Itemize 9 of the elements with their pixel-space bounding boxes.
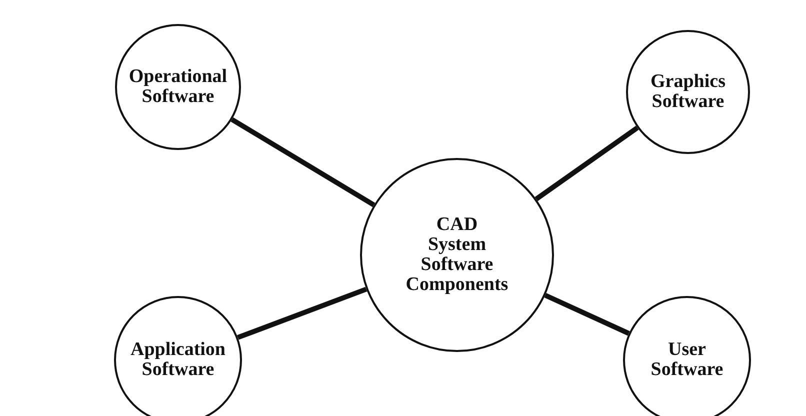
circle-label: Graphics Software — [650, 72, 726, 112]
connector-line — [544, 293, 630, 336]
circle-label: Operational Software — [128, 67, 228, 107]
circle-label: Application Software — [130, 340, 226, 380]
connector-line — [230, 117, 376, 208]
connector-line — [534, 126, 639, 202]
circle-label: CAD System Software Components — [406, 215, 508, 295]
circle-label: User Software — [650, 340, 724, 380]
connector-line — [237, 286, 368, 340]
